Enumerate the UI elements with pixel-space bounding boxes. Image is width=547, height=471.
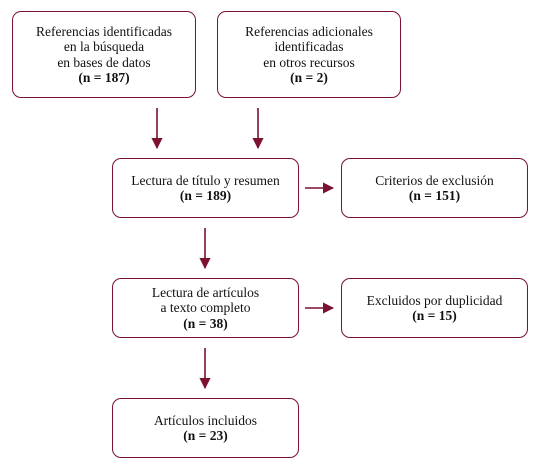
box-count: (n = 38) — [183, 315, 228, 331]
box-line: Lectura de artículos — [151, 284, 260, 300]
box-line: en otros recursos — [263, 54, 355, 70]
box-count: (n = 23) — [183, 428, 228, 443]
box-count: (n = 189) — [179, 188, 232, 203]
box-line: Artículos incluidos — [153, 412, 258, 428]
box-line: a texto completo — [160, 300, 251, 316]
box-count: (n = 2) — [290, 70, 328, 85]
box-full-text-reading: Lectura de artículos a texto completo (n… — [112, 278, 299, 338]
box-line: en la búsqueda — [63, 39, 145, 54]
box-count: (n = 187) — [78, 70, 130, 85]
box-line: Criterios de exclusión — [375, 172, 494, 188]
box-exclusion-criteria: Criterios de exclusión (n = 151) — [341, 158, 528, 218]
box-count: (n = 15) — [412, 308, 457, 323]
box-line: Lectura de título y resumen — [131, 172, 280, 188]
box-title-abstract-screening: Lectura de título y resumen (n = 189) — [112, 158, 299, 218]
box-line: Referencias adicionales — [245, 23, 373, 39]
box-count: (n = 151) — [408, 188, 461, 203]
box-line: Excluidos por duplicidad — [366, 292, 503, 308]
box-line: identificadas — [274, 39, 344, 54]
box-other-records: Referencias adicionales identificadas en… — [217, 11, 401, 98]
box-line: Referencias identificadas — [35, 23, 173, 39]
box-database-records: Referencias identificadas en la búsqueda… — [12, 11, 196, 98]
box-duplicates-excluded: Excluidos por duplicidad (n = 15) — [341, 278, 528, 338]
box-included-articles: Artículos incluidos (n = 23) — [112, 398, 299, 458]
box-line: en bases de datos — [57, 54, 151, 70]
